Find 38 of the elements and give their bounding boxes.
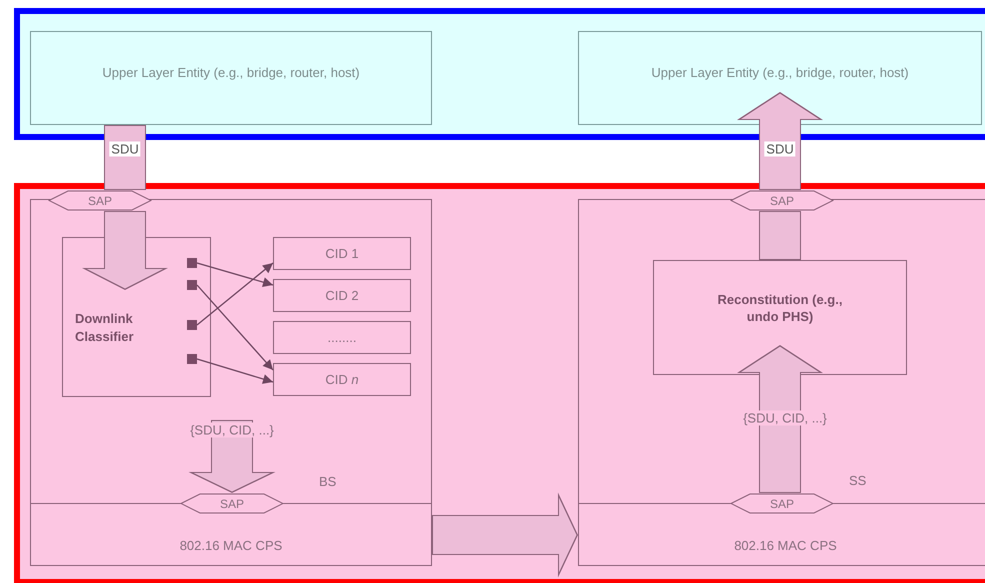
layer-band	[14, 183, 985, 583]
edge-label: SDU	[109, 142, 141, 156]
cid-box	[273, 237, 411, 270]
node-label: SAP	[88, 194, 112, 208]
port-square	[187, 320, 197, 330]
cid-box	[273, 279, 411, 312]
entity-box	[578, 31, 982, 125]
node-label: Downlink Classifier	[75, 310, 135, 346]
node-label: ........	[328, 330, 356, 345]
cid-box	[273, 363, 411, 396]
node-label: SS	[849, 473, 866, 488]
node-label: CID 1	[325, 246, 359, 261]
node-label: BS	[319, 474, 336, 489]
node-label: CID n	[325, 372, 359, 387]
node-label: Upper Layer Entity (e.g., bridge, router, host)	[651, 64, 909, 80]
node-label: SAP	[770, 194, 794, 208]
edge-label: {SDU, CID, ...}	[188, 422, 276, 438]
sap-hexagon	[48, 190, 152, 211]
port-square	[187, 280, 197, 290]
classifier-box	[62, 237, 211, 397]
port-square	[187, 354, 197, 364]
sap-hexagon	[180, 493, 284, 514]
node-label: Upper Layer Entity (e.g., bridge, router, host)	[102, 64, 360, 80]
node-label: Reconstitution (e.g., undo PHS)	[716, 291, 844, 325]
sap-hexagon	[730, 190, 834, 211]
node-label: 802.16 MAC CPS	[180, 538, 282, 552]
entity-box	[30, 31, 432, 125]
process-box	[653, 260, 907, 375]
sap-hexagon	[730, 493, 834, 514]
node-label: SAP	[770, 496, 794, 510]
layer-band	[14, 8, 985, 140]
node-label: CID 2	[325, 288, 359, 303]
node-label: SAP	[220, 496, 244, 510]
edge-label: SDU	[764, 142, 796, 156]
node-label: 802.16 MAC CPS	[734, 538, 837, 552]
edge-label: {SDU, CID, ...}	[741, 410, 829, 426]
cid-box	[273, 321, 411, 354]
port-square	[187, 258, 197, 268]
